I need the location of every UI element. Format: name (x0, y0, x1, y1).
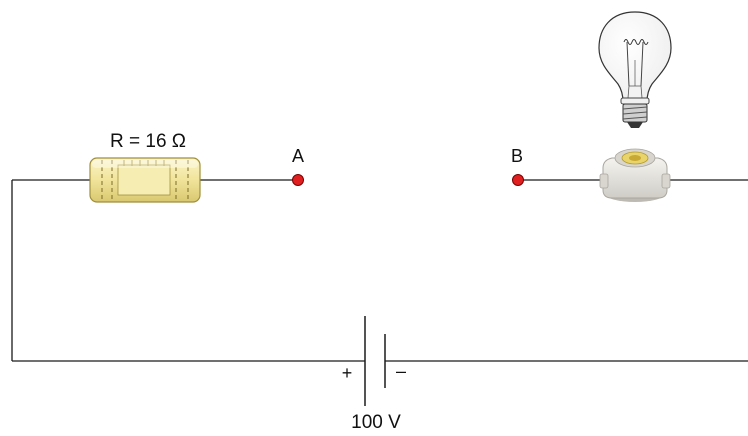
battery-minus-sign: – (396, 361, 406, 381)
battery-voltage-label: 100 V (351, 412, 401, 433)
bulb-socket-icon[interactable] (599, 148, 671, 202)
wires (11, 179, 748, 362)
terminal-b[interactable] (512, 174, 524, 186)
battery-plus-sign: + (342, 363, 353, 383)
resistor-label: R = 16 Ω (110, 131, 186, 152)
light-bulb-icon[interactable] (598, 11, 672, 128)
resistor (89, 157, 201, 203)
battery (364, 316, 386, 406)
terminal-a-label: A (292, 146, 304, 166)
terminal-b-label: B (511, 146, 523, 166)
terminal-a[interactable] (292, 174, 304, 186)
